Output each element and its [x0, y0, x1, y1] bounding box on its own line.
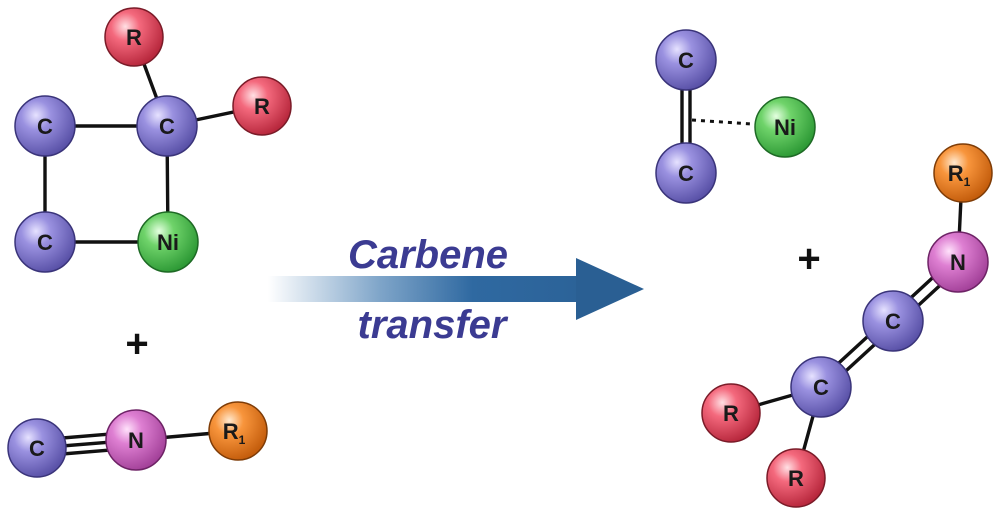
atom-carbon-3 — [14, 211, 76, 273]
atom-r1-isocyanide — [208, 401, 268, 461]
atom-nickel-product-label: Ni — [774, 115, 796, 140]
atom-nickel-product — [754, 96, 816, 158]
right-arrow-icon — [268, 258, 644, 320]
arrow-caption-line1: Carbene — [348, 233, 508, 277]
atom-carbon-ketenimine-terminal — [790, 356, 852, 418]
atom-carbon-alkene-bottom — [655, 142, 717, 204]
atom-carbon-2 — [136, 95, 198, 157]
atom-carbon-ketenimine-center-label: C — [885, 309, 901, 334]
plus-sign-right: + — [797, 237, 820, 281]
atom-nitrogen-ketenimine-label: N — [950, 250, 966, 275]
atom-carbon-2-label: C — [159, 114, 175, 139]
atom-carbon-alkene-bottom-label: C — [678, 161, 694, 186]
arrow-caption-line2: transfer — [358, 303, 509, 347]
atom-r-right-label: R — [254, 94, 270, 119]
atom-nitrogen-isocyanide — [105, 409, 167, 471]
atom-r1-ketenimine-label: R1 — [948, 161, 971, 189]
arrow-shaft — [268, 276, 586, 302]
atom-carbon: R — [104, 7, 164, 67]
atom-nitrogen-ketenimine — [927, 231, 989, 293]
ketenimine: R1 N C C R R — [701, 143, 993, 508]
atom-carbon-3-label: C — [37, 230, 53, 255]
atom-carbon-ketenimine-terminal-label: C — [813, 375, 829, 400]
atom-carbon-ketenimine-center — [862, 290, 924, 352]
atom-nickel — [137, 211, 199, 273]
atom-r1-ketenimine — [933, 143, 993, 203]
arrow-head — [576, 258, 644, 320]
atom-carbon-alkene-top — [655, 29, 717, 91]
atom-r-ketenimine-bottom — [766, 448, 826, 508]
atom-r-top-label: R — [126, 25, 142, 50]
isocyanide: C N R1 — [7, 401, 268, 478]
atom-r-top — [104, 7, 164, 67]
plus-sign-left: + — [125, 322, 148, 366]
atom-r-ketenimine-left — [701, 383, 761, 443]
atom-carbon-isocyanide — [7, 418, 67, 478]
atom-carbon-isocyanide-label: C — [29, 436, 45, 461]
atom-r1-isocyanide-label: R1 — [223, 419, 246, 447]
nickelacyclobutane: R R C C C Ni — [14, 7, 292, 273]
atom-carbon-1-label: C — [37, 114, 53, 139]
atom-r-right — [232, 76, 292, 136]
alkene-nickel-complex: C C Ni — [655, 29, 816, 204]
atom-carbon-alkene-top-label: C — [678, 48, 694, 73]
atom-r-ketenimine-left-label: R — [723, 401, 739, 426]
atom-carbon-1 — [14, 95, 76, 157]
atom-r-ketenimine-bottom-label: R — [788, 466, 804, 491]
atom-nickel-label: Ni — [157, 230, 179, 255]
atom-nitrogen-isocyanide-label: N — [128, 428, 144, 453]
